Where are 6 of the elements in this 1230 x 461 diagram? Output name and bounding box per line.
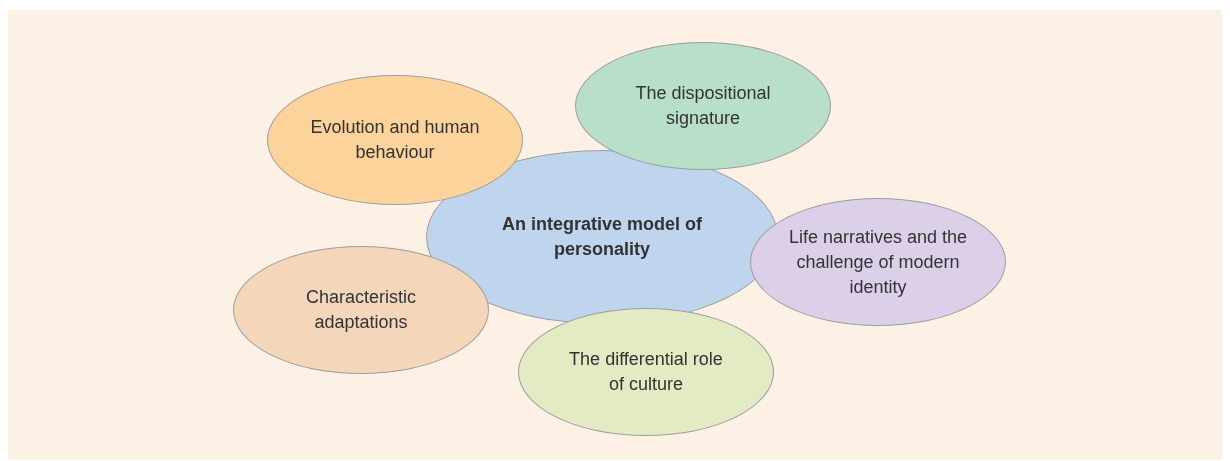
topic-text: The dispositional signature xyxy=(634,82,772,130)
topic-text: Life narratives and the challenge of modern identity xyxy=(788,225,968,299)
topic-text: Evolution and human behaviour xyxy=(310,116,480,164)
topic-text: An integrative model of personality xyxy=(501,213,703,261)
topic-text: The differential role of culture xyxy=(568,348,724,396)
topic-text: Characteristic adaptations xyxy=(305,286,417,334)
